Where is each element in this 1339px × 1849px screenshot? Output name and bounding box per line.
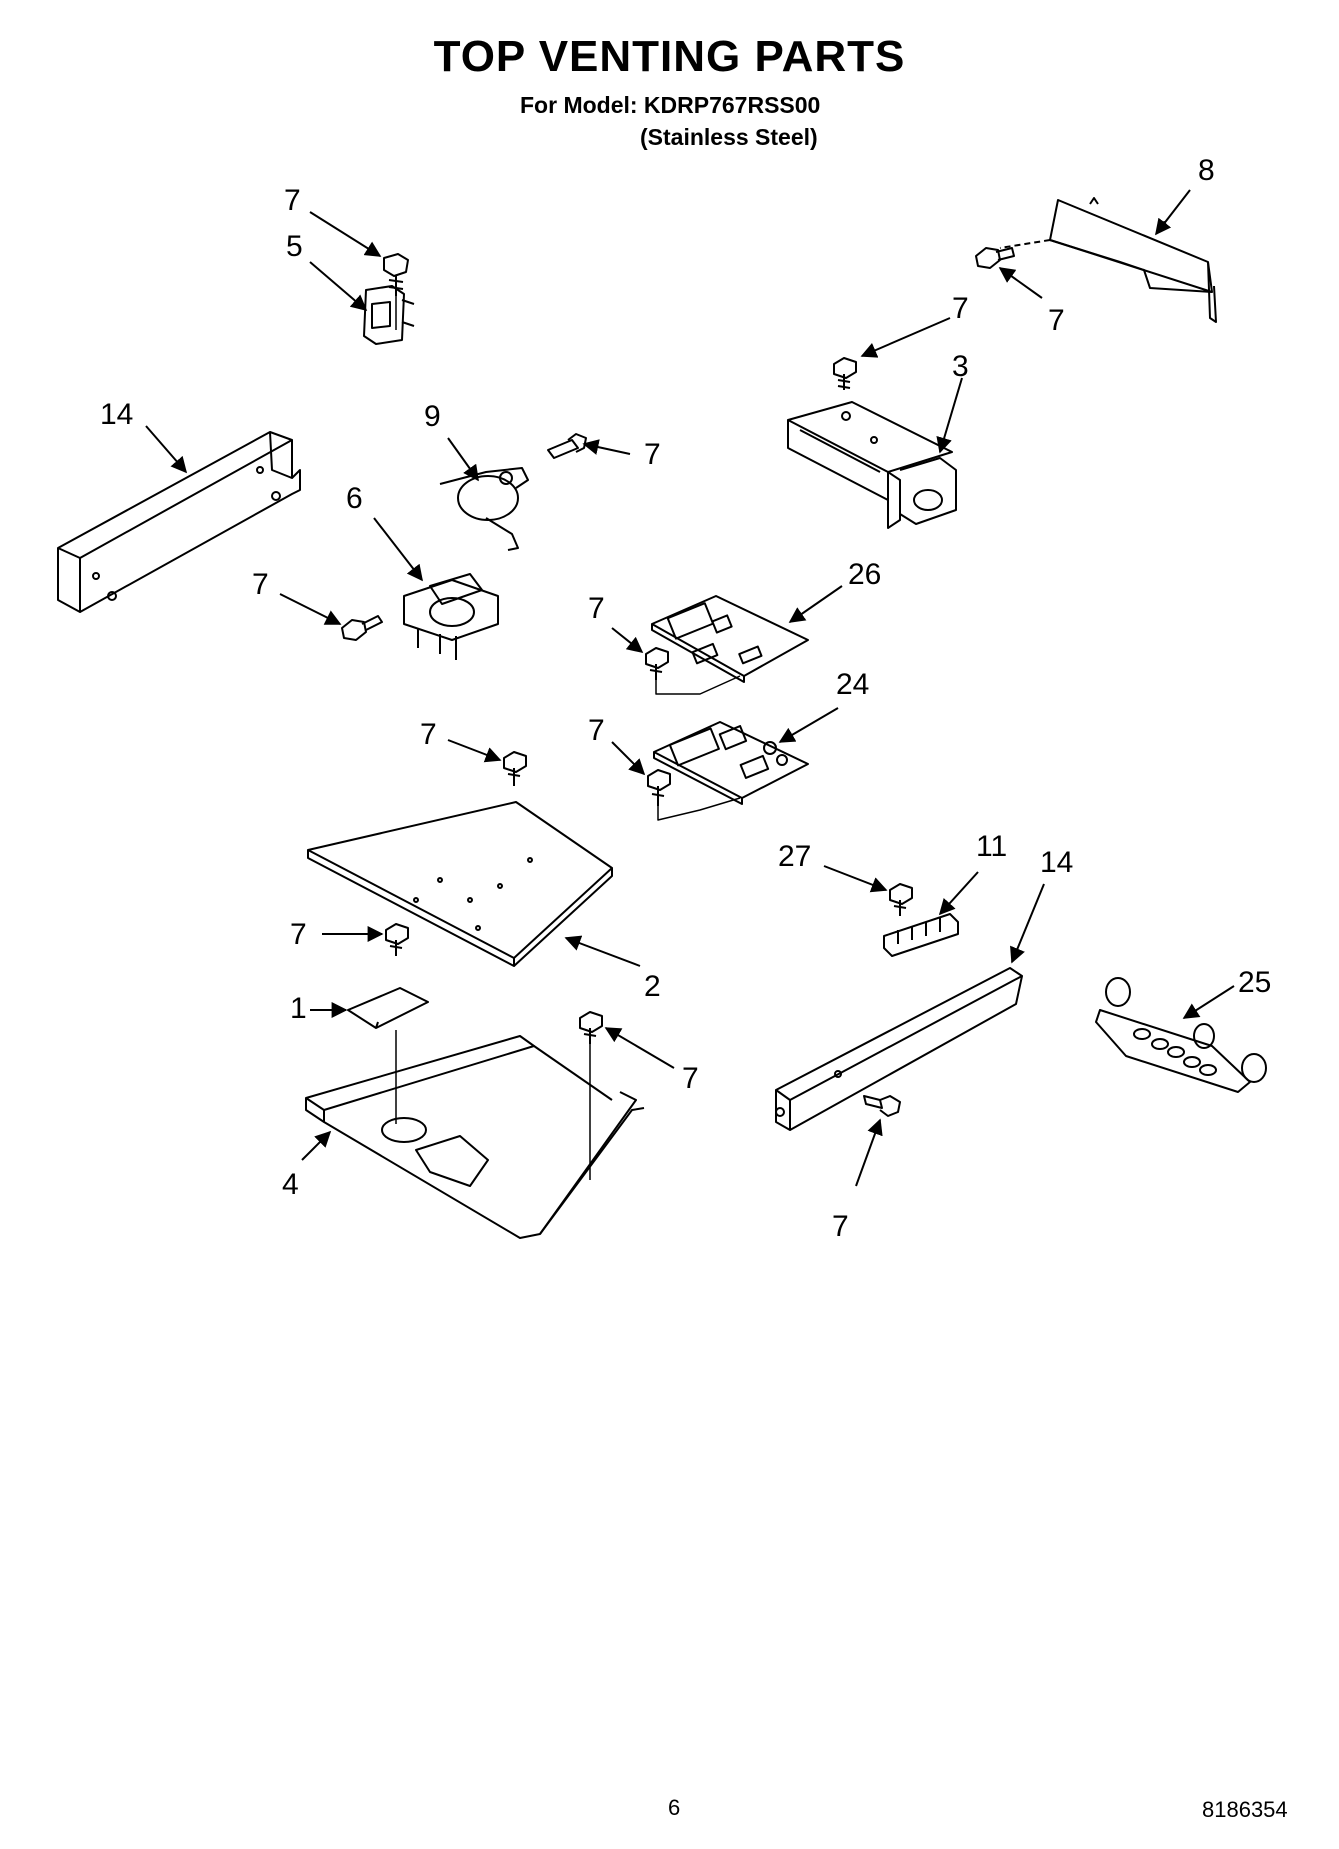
callout-label: 6 (346, 482, 363, 515)
page-title: TOP VENTING PARTS (433, 32, 906, 81)
right-side-bracket-part (775, 967, 1023, 1131)
leader-arrows (145, 189, 1235, 1187)
oven-control-housing-part (787, 401, 957, 529)
callout-label: 7 (588, 714, 605, 747)
page-number: 6 (668, 1795, 681, 1820)
callout-label: 7 (1048, 304, 1065, 337)
screw-part (547, 433, 587, 459)
screw-part (975, 247, 1015, 269)
callout-label: 7 (682, 1062, 699, 1095)
callout-label: 7 (284, 184, 301, 217)
callout-label: 14 (100, 398, 133, 431)
callout-label: 7 (952, 292, 969, 325)
top-panel-part (307, 801, 613, 967)
callout-label: 27 (778, 840, 811, 873)
callout-label: 11 (976, 830, 1007, 863)
finish-line: (Stainless Steel) (640, 124, 818, 150)
callout-label: 7 (252, 568, 269, 601)
screw-part (385, 923, 409, 956)
callout-label: 9 (424, 400, 441, 433)
callout-label: 14 (1040, 846, 1073, 879)
callout-label: 7 (644, 438, 661, 471)
callout-label: 26 (848, 558, 881, 591)
screw-part (863, 1095, 901, 1117)
screw-part (647, 769, 671, 806)
transformer-part (403, 573, 499, 660)
callout-label: 7 (420, 718, 437, 751)
document-number: 8186354 (1202, 1797, 1288, 1822)
callout-label: 7 (588, 592, 605, 625)
callout-label: 3 (952, 350, 969, 383)
control-board-part (651, 595, 809, 683)
callout-label: 1 (290, 992, 307, 1025)
thermostat-part (439, 467, 529, 551)
callout-label: 2 (644, 970, 661, 1003)
rocker-switch-part (363, 285, 415, 345)
screw-part (645, 647, 669, 680)
model-line: For Model: KDRP767RSS00 (520, 92, 821, 118)
left-side-bracket-part (57, 431, 301, 613)
vent-panel-part (1049, 197, 1217, 323)
screw-part (579, 1011, 603, 1044)
callout-label: 4 (282, 1168, 299, 1201)
callout-label: 7 (832, 1210, 849, 1243)
burner-switch-assembly-part (1095, 977, 1267, 1093)
screw-part (503, 751, 527, 786)
screw-part (341, 615, 383, 641)
control-board-part (653, 721, 809, 805)
callout-label: 25 (1238, 966, 1271, 999)
terminal-block-part (883, 913, 959, 957)
vent-bracket-part (347, 987, 429, 1029)
callout-label: 7 (290, 918, 307, 951)
callout-label: 24 (836, 668, 869, 701)
vent-tray-part (305, 1035, 645, 1239)
screw-part (833, 357, 857, 390)
screw-part (889, 883, 913, 916)
callout-label: 5 (286, 230, 303, 263)
callout-label: 8 (1198, 154, 1215, 187)
